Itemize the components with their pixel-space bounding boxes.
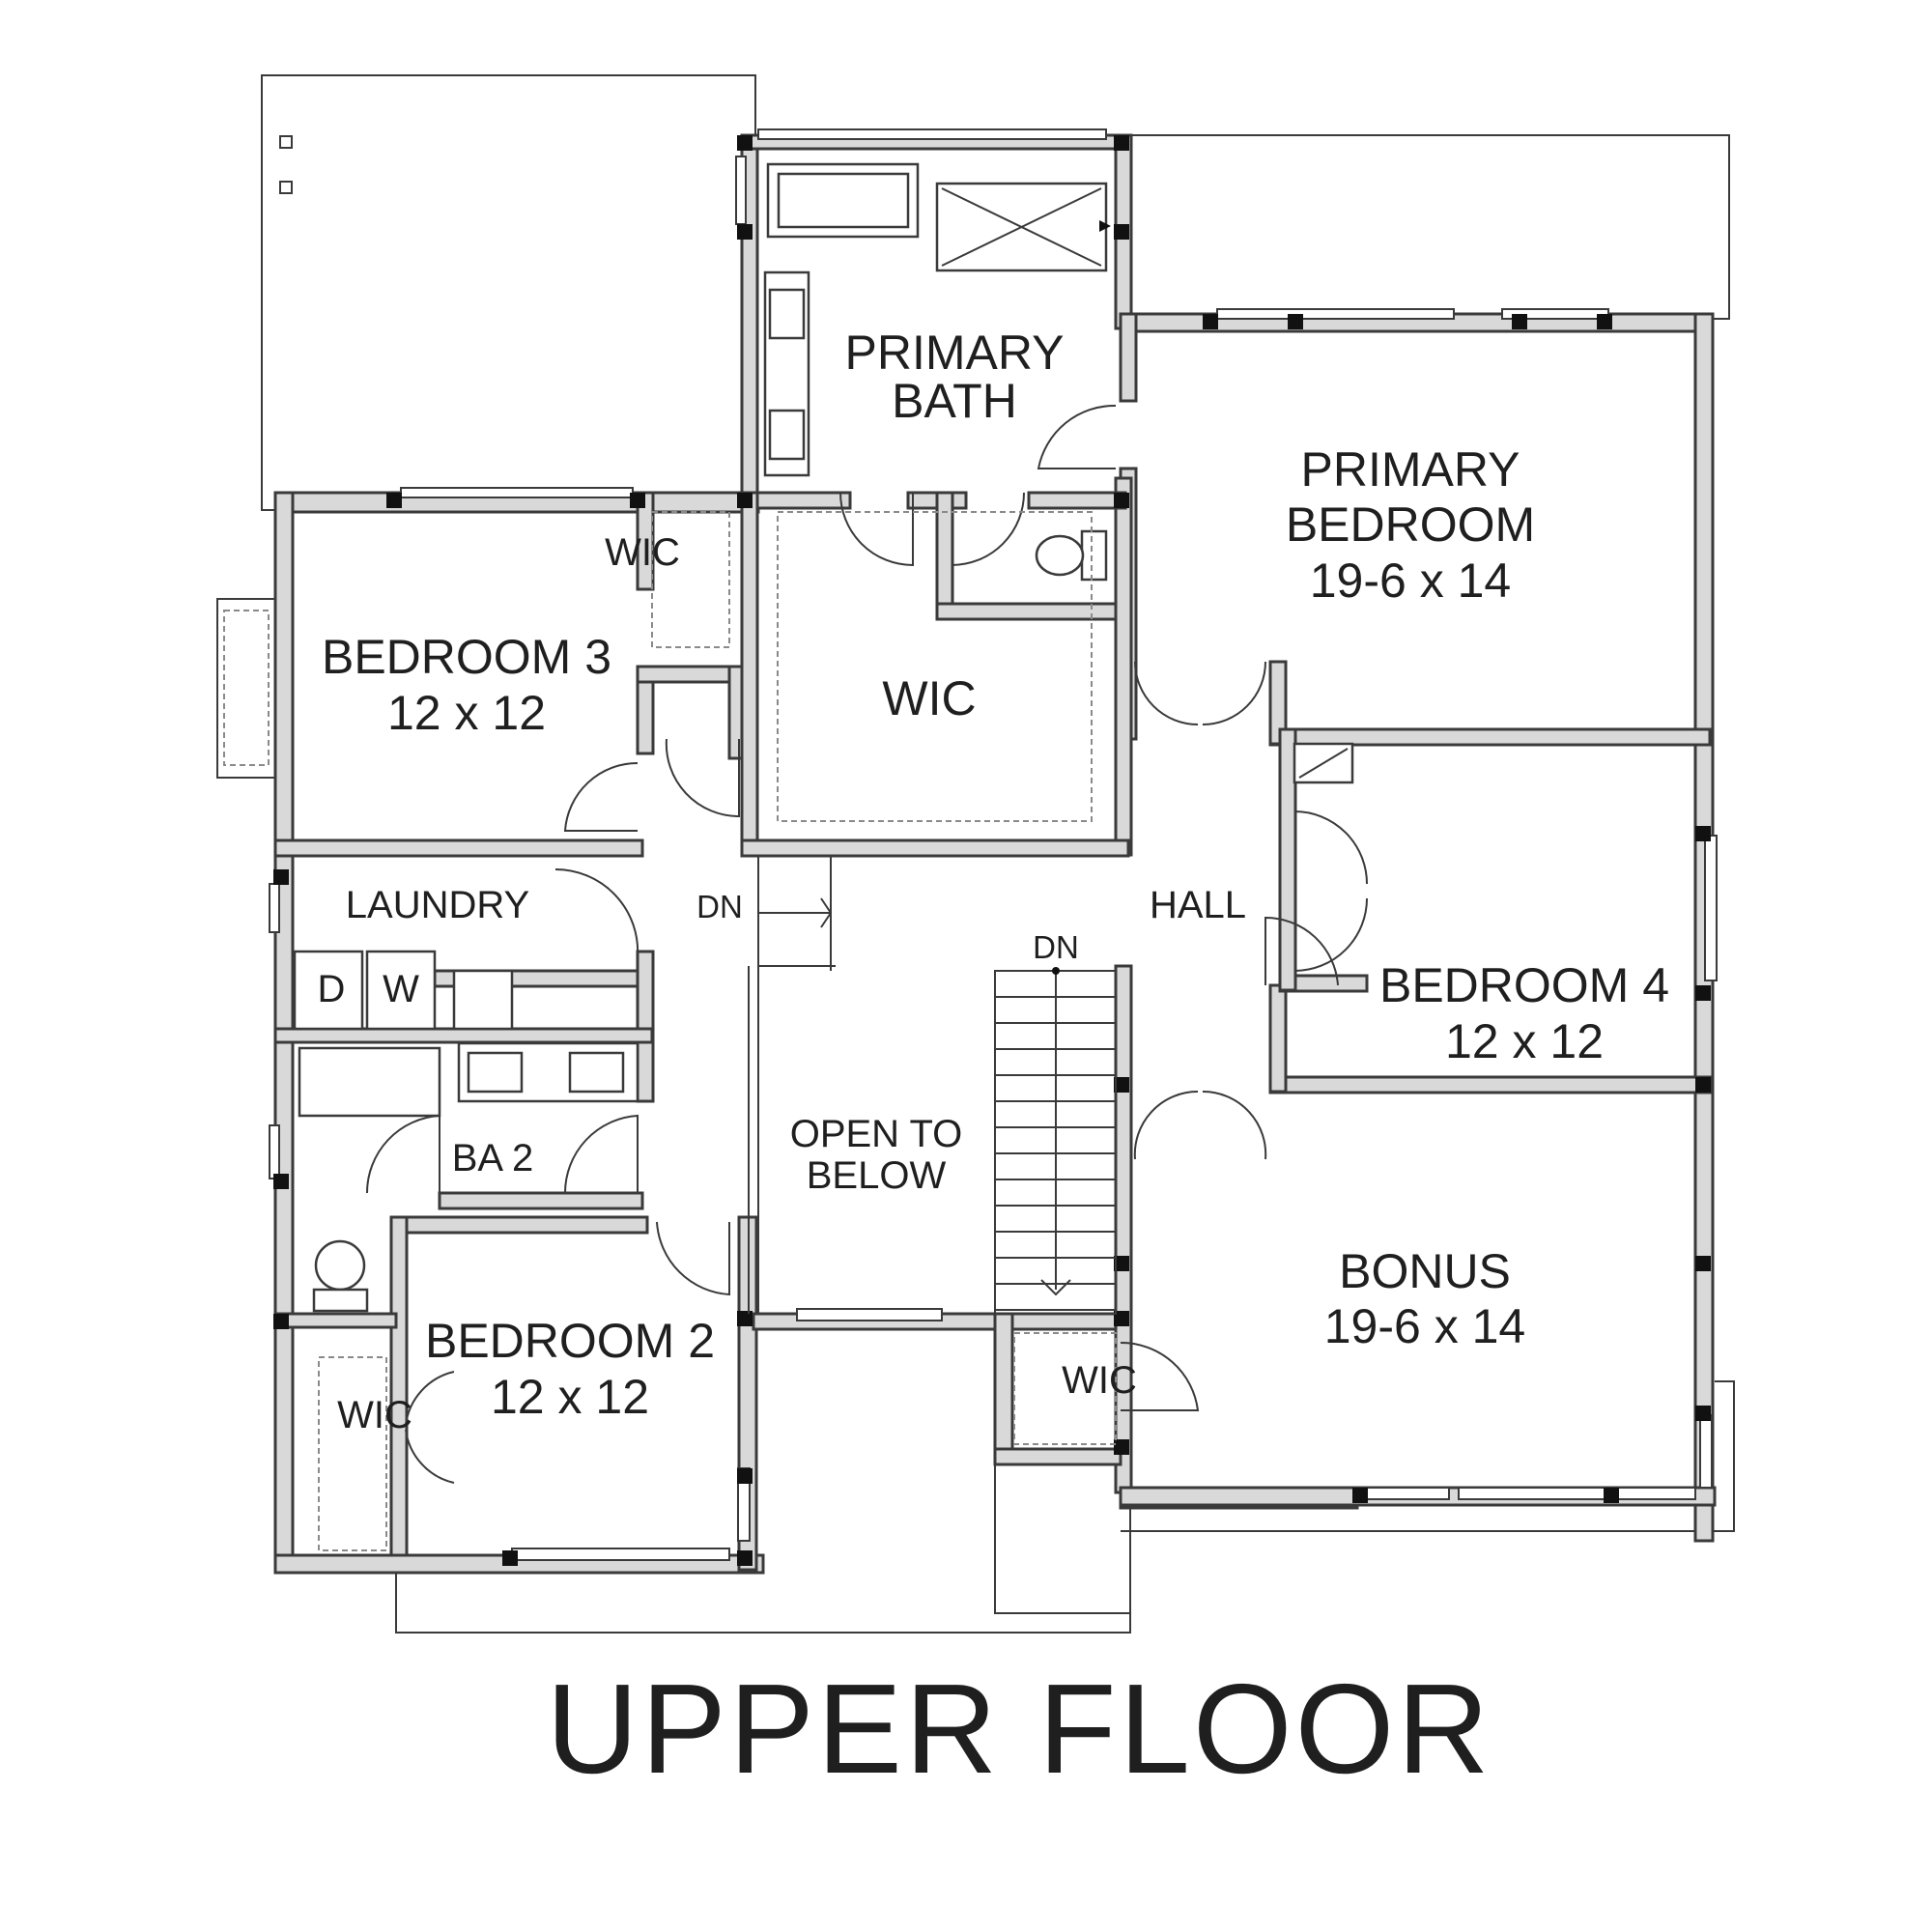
label-bedroom3-dims: 12 x 12	[387, 686, 546, 740]
label-bedroom4: BEDROOM 4	[1379, 958, 1669, 1012]
washer	[365, 950, 437, 1031]
fixtures	[293, 162, 1354, 1551]
dryer	[293, 950, 364, 1031]
laundry-sink	[452, 969, 514, 1031]
label-wic-bedroom2: WIC	[337, 1394, 412, 1436]
label-hall: HALL	[1150, 884, 1246, 926]
label-primary-bedroom-dims: 19-6 x 14	[1310, 554, 1511, 608]
label-bonus: BONUS	[1339, 1244, 1511, 1298]
label-wic-bonus: WIC	[1062, 1359, 1137, 1402]
roof-deck-outline	[261, 74, 756, 511]
label-bedroom4-dims: 12 x 12	[1445, 1014, 1604, 1068]
stair-landing-outline	[994, 1463, 1131, 1614]
doors	[365, 404, 1368, 1484]
label-ba2: BA 2	[452, 1137, 534, 1179]
label-bonus-dims: 19-6 x 14	[1324, 1299, 1525, 1353]
label-primary-bedroom-1: PRIMARY	[1301, 442, 1520, 497]
label-wic-primary: WIC	[882, 671, 976, 725]
label-stair-dn-lower: DN	[1033, 929, 1079, 965]
room-labels: PRIMARY BATH PRIMARY BEDROOM 19-6 x 14 W…	[318, 326, 1669, 1436]
label-bedroom3: BEDROOM 3	[322, 630, 611, 684]
staircase[interactable]	[748, 855, 1117, 1315]
label-bedroom2-dims: 12 x 12	[491, 1370, 649, 1424]
label-washer: W	[383, 968, 419, 1010]
label-primary-bedroom-2: BEDROOM	[1286, 497, 1535, 552]
toilet-primary	[1080, 529, 1108, 582]
structural-posts	[273, 135, 1711, 1566]
label-wic-bedroom3: WIC	[605, 531, 680, 574]
upper-deck-outline	[1121, 134, 1730, 320]
label-bedroom2: BEDROOM 2	[425, 1314, 715, 1368]
label-open-to-below-1: OPEN TO	[790, 1113, 963, 1155]
toilet-ba2	[314, 1239, 366, 1292]
label-primary-bath-1: PRIMARY	[845, 326, 1065, 380]
tub-ba2	[298, 1046, 441, 1118]
windows	[269, 128, 1718, 1561]
label-open-to-below-2: BELOW	[807, 1154, 947, 1197]
bay-window-outline	[216, 598, 276, 779]
label-dryer: D	[318, 968, 346, 1010]
label-laundry: LAUNDRY	[346, 884, 529, 926]
deck-marker	[279, 135, 293, 149]
label-stair-dn-upper: DN	[696, 889, 743, 924]
bonus-deck-outline	[1121, 1380, 1735, 1532]
label-primary-bath-2: BATH	[892, 374, 1017, 428]
deck-marker	[279, 181, 293, 194]
floor-title: UPPER FLOOR	[546, 1658, 1492, 1800]
